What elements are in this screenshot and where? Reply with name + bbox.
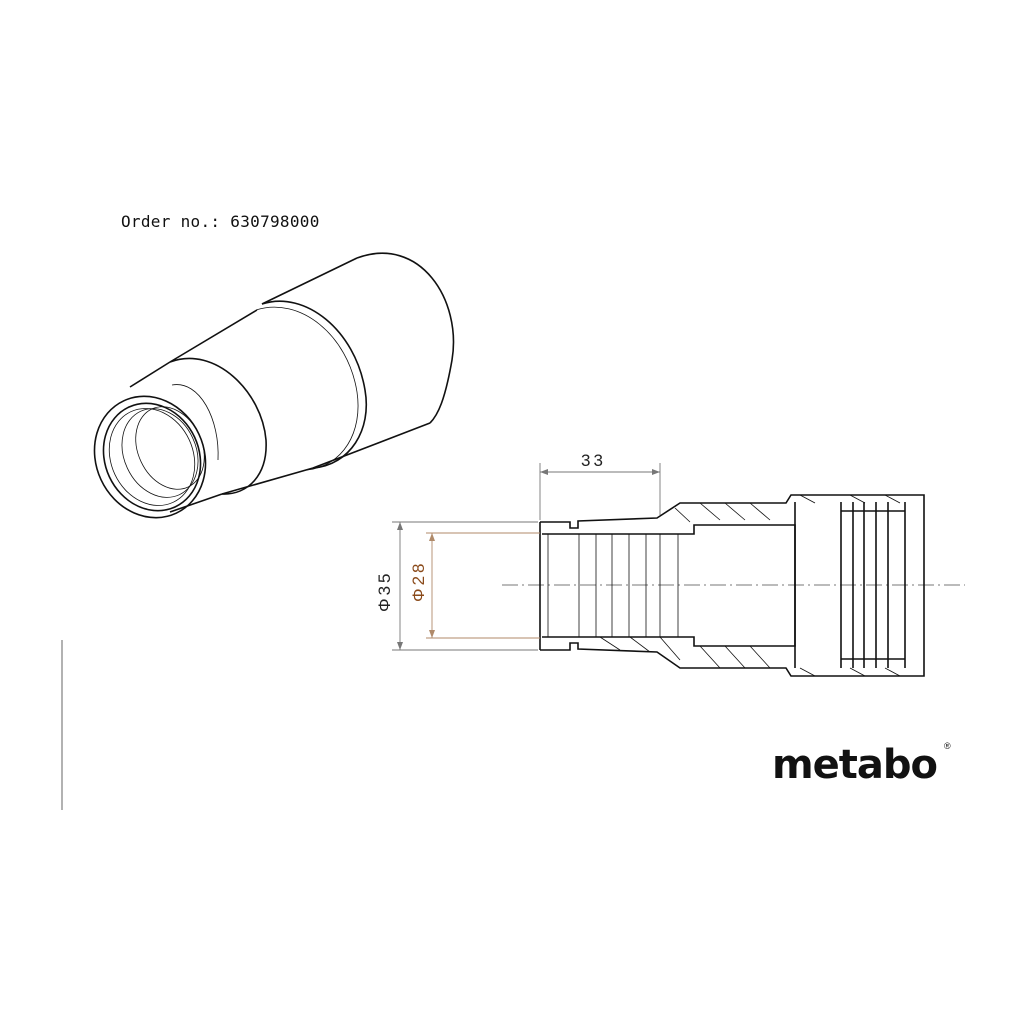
large-bottom-edge: [312, 422, 431, 469]
ring-groove: [255, 306, 359, 471]
small-bottom-edge: [169, 493, 223, 513]
large-top-edge: [261, 257, 358, 305]
outer-diameter-label: Φ35: [375, 571, 394, 612]
bore-ribs: [547, 534, 679, 637]
front-face-outer: [93, 395, 207, 519]
order-label: Order no.:: [121, 212, 221, 231]
small-top-edge: [129, 361, 171, 388]
dimension-inner-diameter: Φ28: [409, 532, 540, 639]
isometric-view: [93, 252, 455, 519]
large-end-face: [356, 252, 455, 424]
bore-rib: [135, 406, 205, 490]
dimension-length-label: 33: [581, 451, 606, 470]
socket-rings: [794, 502, 906, 668]
large-step-ring: [261, 300, 368, 469]
order-number-label: Order no.: 630798000: [121, 212, 320, 231]
section-view: 33 Φ35 Φ28: [375, 451, 965, 677]
middle-step-ring: [169, 357, 267, 495]
dimension-length: 33: [539, 451, 661, 520]
part-outline: [539, 494, 925, 677]
inner-diameter-label: Φ28: [409, 561, 428, 602]
front-face-inner: [102, 402, 202, 512]
order-number: 630798000: [230, 212, 320, 231]
bore-ring: [108, 408, 196, 506]
bore-rib: [121, 408, 199, 498]
middle-top-edge: [169, 309, 258, 363]
hatching: [599, 494, 901, 677]
small-ring-line: [171, 384, 219, 461]
registered-mark: ®: [944, 741, 951, 751]
metabo-logo: metabo: [772, 742, 938, 788]
dimension-outer-diameter: Φ35: [375, 521, 538, 651]
middle-bottom-edge: [221, 467, 314, 495]
